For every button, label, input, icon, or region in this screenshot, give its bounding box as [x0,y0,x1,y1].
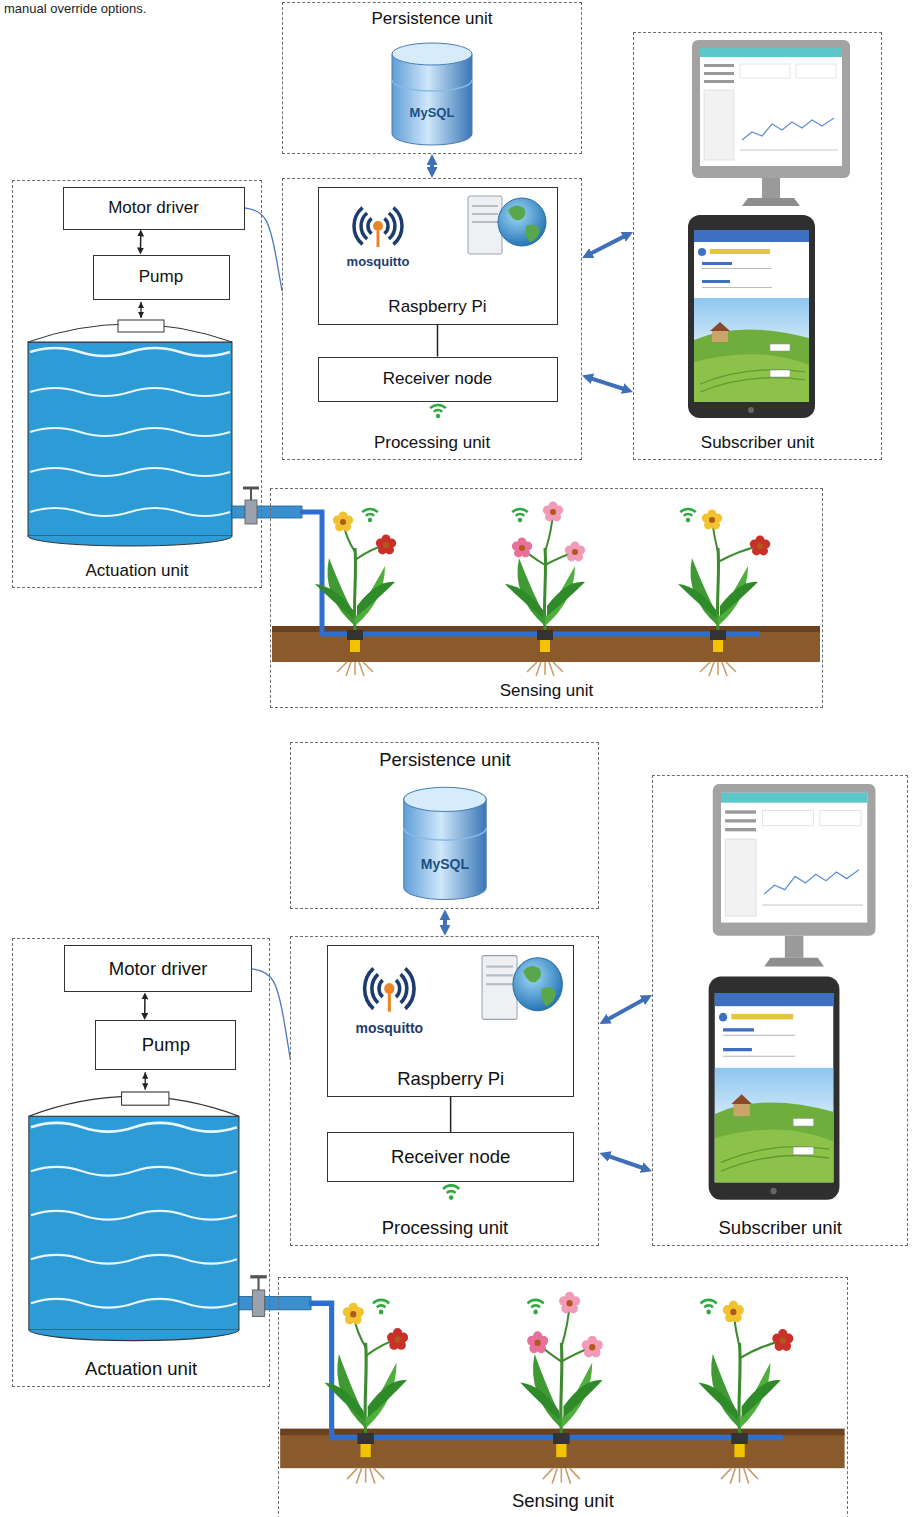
actuation-unit: Actuation unit Motor driverPump [12,180,262,588]
connector [450,1097,452,1132]
node-label: Actuation unit [85,1358,197,1380]
node-label: Motor driver [109,958,208,980]
logo-text: MySQL [410,105,455,121]
actuation-unit: Actuation unit Motor driverPump [12,938,270,1387]
processing-unit: Processing unit Raspberry Pi Receiver node [282,178,582,460]
persistence-unit: Persistence unit [282,2,582,154]
receiver-node-box: Receiver node [327,1132,574,1182]
connector [245,208,283,291]
processing-unit: Processing unit Raspberry Pi Receiver node [290,936,599,1246]
logo-text: mosquitto [347,254,410,270]
connector [443,918,447,927]
logo-text-holder: mosquitto [347,254,410,270]
logo-text-holder: mosquitto [356,1020,424,1037]
node-label: Subscriber unit [719,1217,842,1239]
node-label: Receiver node [383,369,493,389]
connector [437,325,439,357]
node-label: Pump [142,1034,190,1056]
subscriber-unit: Subscriber unit [652,775,908,1246]
connector [607,999,644,1019]
connector [608,1156,644,1168]
connector [144,997,146,1015]
system-illustration [29,784,876,1484]
node-label: Processing unit [374,433,490,453]
node-label: Sensing unit [500,681,594,701]
motor-driver-box: Motor driver [64,945,251,992]
connector [590,378,624,389]
caption-fragment: manual override options. [4,1,146,17]
node-label: Motor driver [108,198,199,218]
logo-text-holder: MySQL [410,105,455,121]
node-label: Raspberry Pi [388,297,486,317]
persistence-unit: Persistence unit [290,742,599,909]
logo-text: MySQL [421,856,469,873]
system-illustration [28,40,850,676]
caption-fragment-holder: manual override options. [4,1,146,17]
node-label: Receiver node [391,1146,510,1168]
connector [590,236,625,254]
sensing-unit: Sensing unit [278,1277,848,1517]
pump-box: Pump [95,1020,236,1070]
receiver-node-box: Receiver node [318,357,558,402]
pump-box: Pump [93,255,230,300]
logo-text-holder: MySQL [421,856,469,873]
sensing-unit: Sensing unit [270,488,823,708]
logo-text: mosquitto [356,1020,424,1037]
connector [430,163,434,169]
node-label: Processing unit [382,1217,508,1239]
node-label: Actuation unit [85,561,188,581]
node-label: Persistence unit [372,9,493,29]
subscriber-unit: Subscriber unit [633,32,882,460]
node-label: Subscriber unit [701,433,814,453]
motor-driver-box: Motor driver [63,187,245,230]
node-label: Sensing unit [512,1490,614,1512]
node-label: Raspberry Pi [397,1068,504,1090]
node-label: Pump [139,267,183,287]
connector [252,969,291,1060]
node-label: Persistence unit [379,749,511,771]
connector [140,234,142,249]
